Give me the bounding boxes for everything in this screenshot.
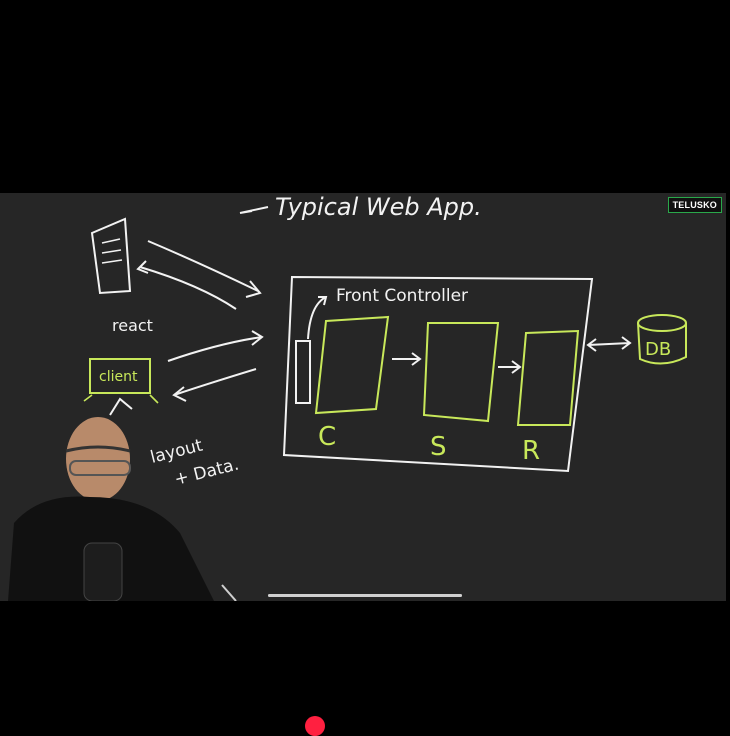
front-controller-label: Front Controller <box>336 286 468 306</box>
video-player[interactable]: Typical Web App. react client layout + D… <box>0 193 726 601</box>
db-label: DB <box>645 339 671 360</box>
s-to-r-arrow <box>498 360 522 374</box>
db-icon <box>637 314 687 332</box>
react-label: react <box>112 316 153 335</box>
request-arrow <box>147 240 259 292</box>
repository-label: R <box>522 436 540 466</box>
presenter <box>8 417 237 601</box>
controller-box <box>314 315 390 415</box>
client-box <box>89 358 151 394</box>
repository-db-arrow <box>586 336 632 352</box>
diagram-title: Typical Web App. <box>275 193 482 221</box>
client-to-server-arrow <box>167 336 263 362</box>
layout-label: layout <box>148 436 205 468</box>
repository-box <box>516 329 580 426</box>
client-label: client <box>99 369 138 385</box>
video-progress-fill <box>268 594 462 597</box>
document-icon <box>90 217 132 295</box>
whiteboard-drawing: Typical Web App. react client layout + D… <box>8 193 687 601</box>
service-box <box>422 322 500 423</box>
server-to-client-arrow <box>173 368 257 396</box>
front-controller-box <box>282 275 594 473</box>
dispatcher-bar <box>295 340 311 404</box>
title-arrow <box>239 206 269 214</box>
controller-label: C <box>318 422 336 452</box>
channel-watermark: TELUSKO <box>667 197 722 213</box>
service-label: S <box>430 432 447 462</box>
video-progress-bar[interactable] <box>268 594 462 597</box>
record-indicator[interactable] <box>305 716 325 736</box>
c-to-s-arrow <box>392 352 422 366</box>
